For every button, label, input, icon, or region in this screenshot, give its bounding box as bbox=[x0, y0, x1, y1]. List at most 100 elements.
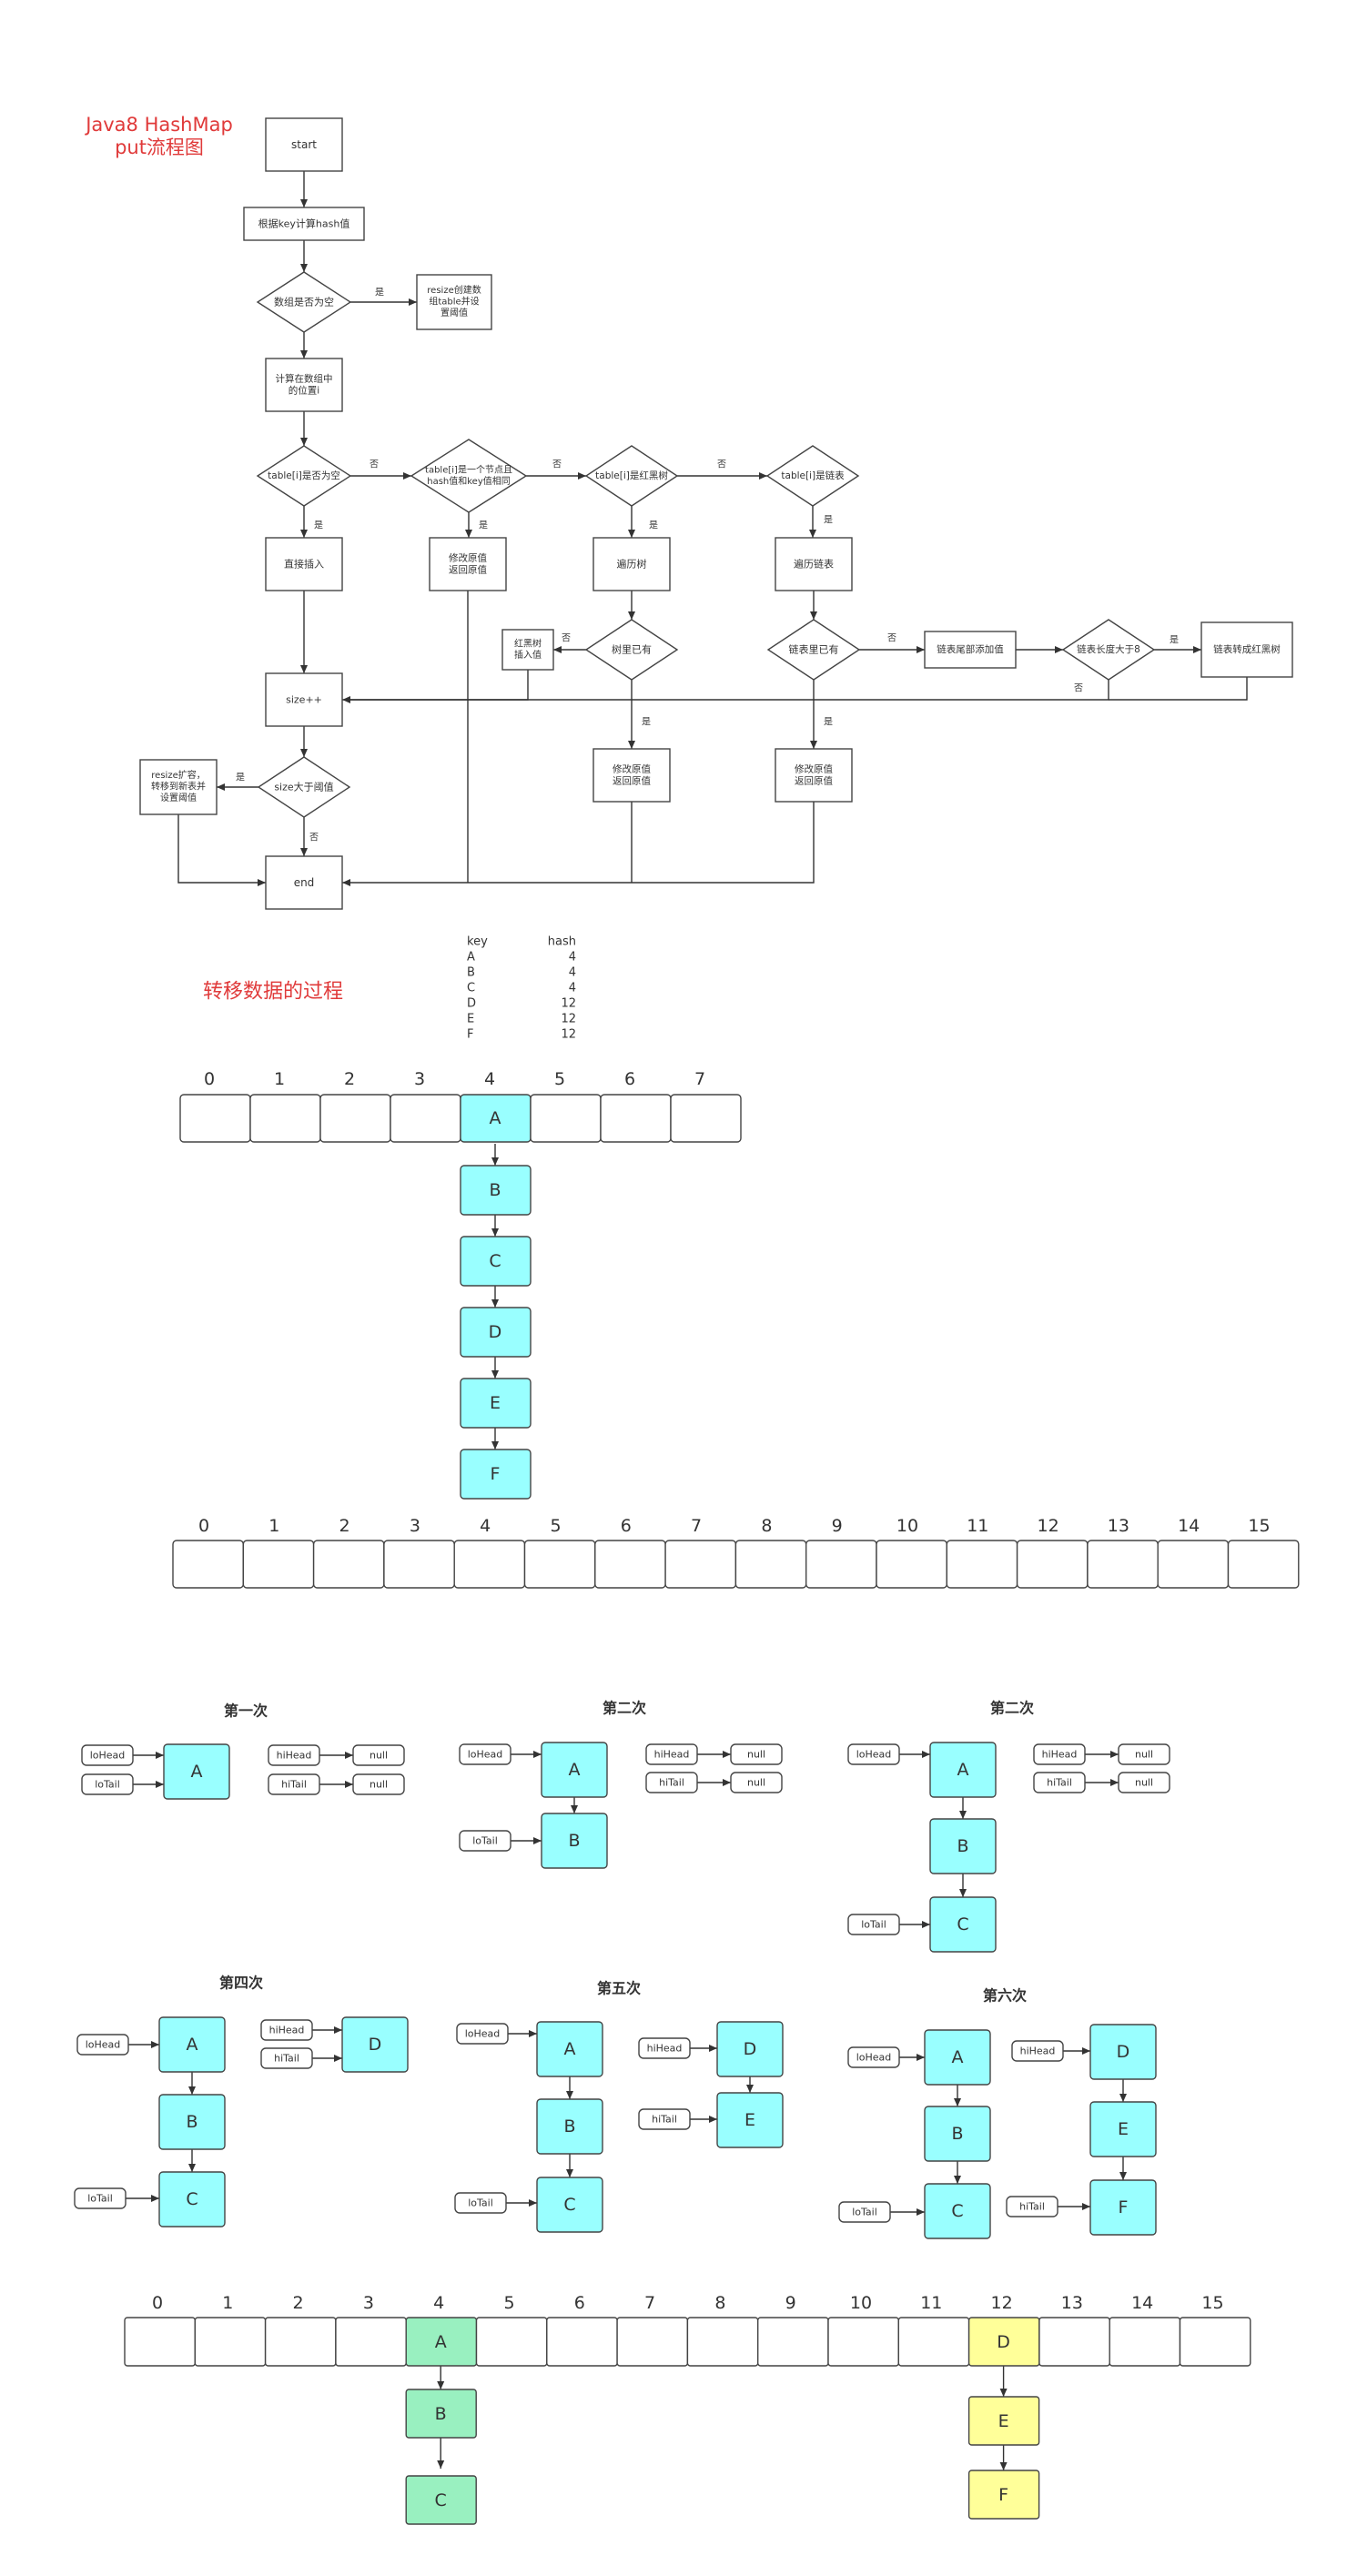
old-bucket-cell bbox=[319, 1094, 391, 1143]
list-exists-label: 链表里已有 bbox=[789, 643, 839, 656]
diagram-shapes bbox=[74, 117, 1300, 2525]
no-label: 否 bbox=[717, 460, 726, 470]
hitail-pointer bbox=[260, 2047, 313, 2069]
chain-node-label: D bbox=[489, 1322, 502, 1342]
hihead-pointer-label: hiHead bbox=[277, 1750, 312, 1762]
hihead-pointer bbox=[268, 1744, 320, 1766]
first-node-diamond bbox=[410, 439, 528, 513]
table-hash-cell: 4 bbox=[569, 982, 576, 995]
connector-arrow bbox=[177, 814, 266, 886]
connector-lines bbox=[126, 171, 1248, 2470]
step-node-label: A bbox=[187, 2035, 198, 2055]
null-box bbox=[352, 1773, 405, 1795]
new-index-label: 4 bbox=[480, 1516, 491, 1536]
hihead-pointer bbox=[645, 1743, 698, 1765]
array-empty-label: 数组是否为空 bbox=[274, 296, 334, 308]
final-index-label: 5 bbox=[503, 2293, 514, 2313]
lotail-pointer-label: loTail bbox=[95, 1779, 120, 1791]
chain-node-label: E bbox=[490, 1393, 501, 1413]
step-node bbox=[541, 1813, 608, 1869]
final-lo-node bbox=[405, 2475, 477, 2525]
new-bucket-cell bbox=[312, 1540, 385, 1589]
final-index-label: 12 bbox=[991, 2293, 1013, 2313]
step-node bbox=[924, 2106, 991, 2162]
final-index-label: 8 bbox=[714, 2293, 725, 2313]
new-index-label: 3 bbox=[410, 1516, 420, 1536]
new-index-label: 11 bbox=[967, 1516, 988, 1536]
resize-init-label: 置阈值 bbox=[441, 307, 468, 318]
hitail-pointer bbox=[1033, 1772, 1086, 1793]
final-index-label: 14 bbox=[1131, 2293, 1153, 2313]
final-index-label: 10 bbox=[850, 2293, 872, 2313]
hitail-pointer-label: hiTail bbox=[274, 2053, 299, 2065]
compute-index-label: 的位置i bbox=[289, 385, 319, 397]
compute-index-label: 计算在数组中 bbox=[276, 372, 333, 384]
final-bucket-cell bbox=[686, 2317, 759, 2367]
new-bucket-cell bbox=[594, 1540, 666, 1589]
size-threshold-diamond bbox=[257, 756, 351, 818]
step-node bbox=[536, 2098, 603, 2155]
lotail-pointer-label: loTail bbox=[861, 1919, 886, 1931]
old-bucket-cell bbox=[670, 1094, 742, 1143]
null-label: null bbox=[370, 1750, 388, 1762]
step-title: 第二次 bbox=[603, 1700, 646, 1717]
step-node-label: E bbox=[1118, 2119, 1129, 2139]
to-tree-box bbox=[1200, 621, 1293, 678]
null-label: null bbox=[747, 1777, 765, 1789]
new-bucket-cell bbox=[946, 1540, 1018, 1589]
table-header-hash: hash bbox=[548, 935, 576, 949]
end-label: end bbox=[294, 876, 315, 889]
transfer-title: 转移数据的过程 bbox=[203, 981, 343, 1004]
step-node bbox=[929, 1742, 997, 1798]
tree-insert-label: 插入值 bbox=[514, 649, 542, 661]
chain-node bbox=[460, 1378, 532, 1429]
lotail-pointer-label: loTail bbox=[468, 2197, 493, 2209]
final-index-label: 4 bbox=[433, 2293, 444, 2313]
final-index-label: 6 bbox=[574, 2293, 585, 2313]
new-index-label: 12 bbox=[1038, 1516, 1059, 1536]
new-bucket-cell bbox=[523, 1540, 596, 1589]
modify-return-label-3: 修改原值 bbox=[795, 763, 833, 774]
new-index-label: 9 bbox=[832, 1516, 843, 1536]
final-bucket-cell bbox=[335, 2317, 407, 2367]
no-label: 否 bbox=[552, 460, 562, 470]
yes-label: 是 bbox=[236, 773, 245, 783]
lotail-pointer bbox=[459, 1830, 511, 1852]
step-node bbox=[716, 2021, 784, 2077]
new-index-label: 2 bbox=[339, 1516, 350, 1536]
step-node-label: B bbox=[186, 2112, 197, 2132]
final-bucket-cell bbox=[827, 2317, 900, 2367]
step-node-label: C bbox=[957, 1914, 968, 1935]
modify-return-box-1 bbox=[429, 537, 507, 591]
lohead-pointer bbox=[81, 1744, 134, 1766]
null-label: null bbox=[370, 1779, 388, 1791]
table-hash-cell: 12 bbox=[561, 997, 576, 1011]
modify-return-label-2: 返回原值 bbox=[613, 775, 651, 787]
hitail-pointer bbox=[1006, 2196, 1058, 2217]
step-node-label: A bbox=[952, 2047, 964, 2067]
final-lo-node-label: B bbox=[435, 2404, 447, 2424]
start-label: start bbox=[291, 138, 317, 151]
hihead-pointer bbox=[638, 2037, 691, 2059]
step-node bbox=[924, 2029, 991, 2086]
step-node-label: A bbox=[564, 2039, 576, 2059]
step-node-label: C bbox=[951, 2201, 963, 2221]
final-bucket-cell bbox=[475, 2317, 548, 2367]
lohead-pointer-label: loHead bbox=[856, 2052, 892, 2064]
hihead-pointer-label: hiHead bbox=[269, 2025, 305, 2036]
new-index-label: 1 bbox=[268, 1516, 279, 1536]
null-box bbox=[1118, 1772, 1170, 1793]
old-index-label: 2 bbox=[344, 1069, 355, 1089]
step-node bbox=[1089, 2101, 1157, 2157]
final-hi-node-label: E bbox=[998, 2411, 1009, 2431]
old-bucket-cell bbox=[249, 1094, 321, 1143]
no-label: 否 bbox=[1074, 683, 1083, 694]
final-index-label: 11 bbox=[920, 2293, 942, 2313]
table-hash-cell: 4 bbox=[569, 966, 576, 980]
yes-label: 是 bbox=[824, 717, 833, 728]
hihead-pointer-label: hiHead bbox=[647, 2043, 683, 2055]
hitail-pointer-label: hiTail bbox=[659, 1777, 684, 1789]
step-node bbox=[158, 2016, 226, 2073]
old-bucket-cell bbox=[600, 1094, 672, 1143]
